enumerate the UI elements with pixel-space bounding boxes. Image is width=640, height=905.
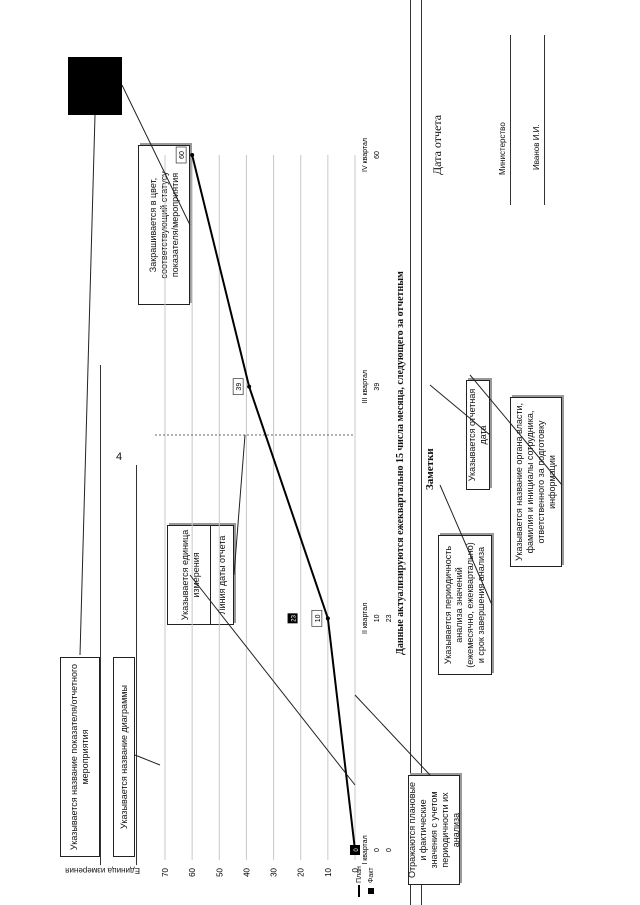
callout-leader (79, 114, 96, 656)
legend-fact-swatch (368, 888, 374, 894)
callout-leader (469, 374, 563, 486)
point-label: 39 (236, 383, 243, 391)
fact-marker (350, 845, 360, 855)
y-tick-label: 40 (242, 867, 251, 876)
plan-series-line (191, 154, 356, 851)
y-tick-label: 0 (351, 867, 360, 872)
fact-marker-label: 0 (354, 848, 360, 852)
x-tick-label: IV квартал (362, 138, 369, 172)
point-label-box (175, 146, 187, 164)
callout-leader (233, 434, 246, 576)
fact-marker (287, 613, 298, 624)
x-tick-label: II квартал (362, 603, 369, 634)
callout-leader (134, 754, 161, 766)
x-tick-label: I квартал (362, 835, 369, 864)
point-label-box (311, 609, 323, 627)
callout-leader (121, 84, 191, 226)
point-label: 60 (179, 151, 186, 159)
table-cell: 23 (386, 614, 393, 622)
y-tick-label: 30 (270, 867, 279, 876)
table-cell: 10 (374, 614, 381, 622)
table-cell: 60 (374, 151, 381, 159)
callout-leader (354, 694, 431, 776)
legend-plan: План (356, 866, 363, 883)
x-tick-label: III квартал (362, 370, 369, 403)
plan-point (325, 616, 330, 621)
y-tick-label: 20 (297, 867, 306, 876)
fact-marker-label: 23 (292, 614, 298, 621)
callout-leader (429, 384, 491, 436)
plan-point (190, 153, 195, 157)
callout-leader (439, 484, 493, 606)
plan-point (247, 384, 252, 389)
table-cell: 39 (374, 383, 381, 391)
callout-leader (189, 574, 356, 786)
point-label-box (232, 378, 244, 396)
y-tick-label: 60 (188, 867, 197, 876)
point-label: 10 (315, 614, 322, 622)
table-cell: 0 (386, 848, 393, 852)
legend-fact: Факт (368, 867, 375, 883)
y-tick-label: 50 (215, 867, 224, 876)
table-cell: 0 (374, 848, 381, 852)
y-tick-label: 70 (161, 867, 170, 876)
y-tick-label: 10 (324, 867, 333, 876)
